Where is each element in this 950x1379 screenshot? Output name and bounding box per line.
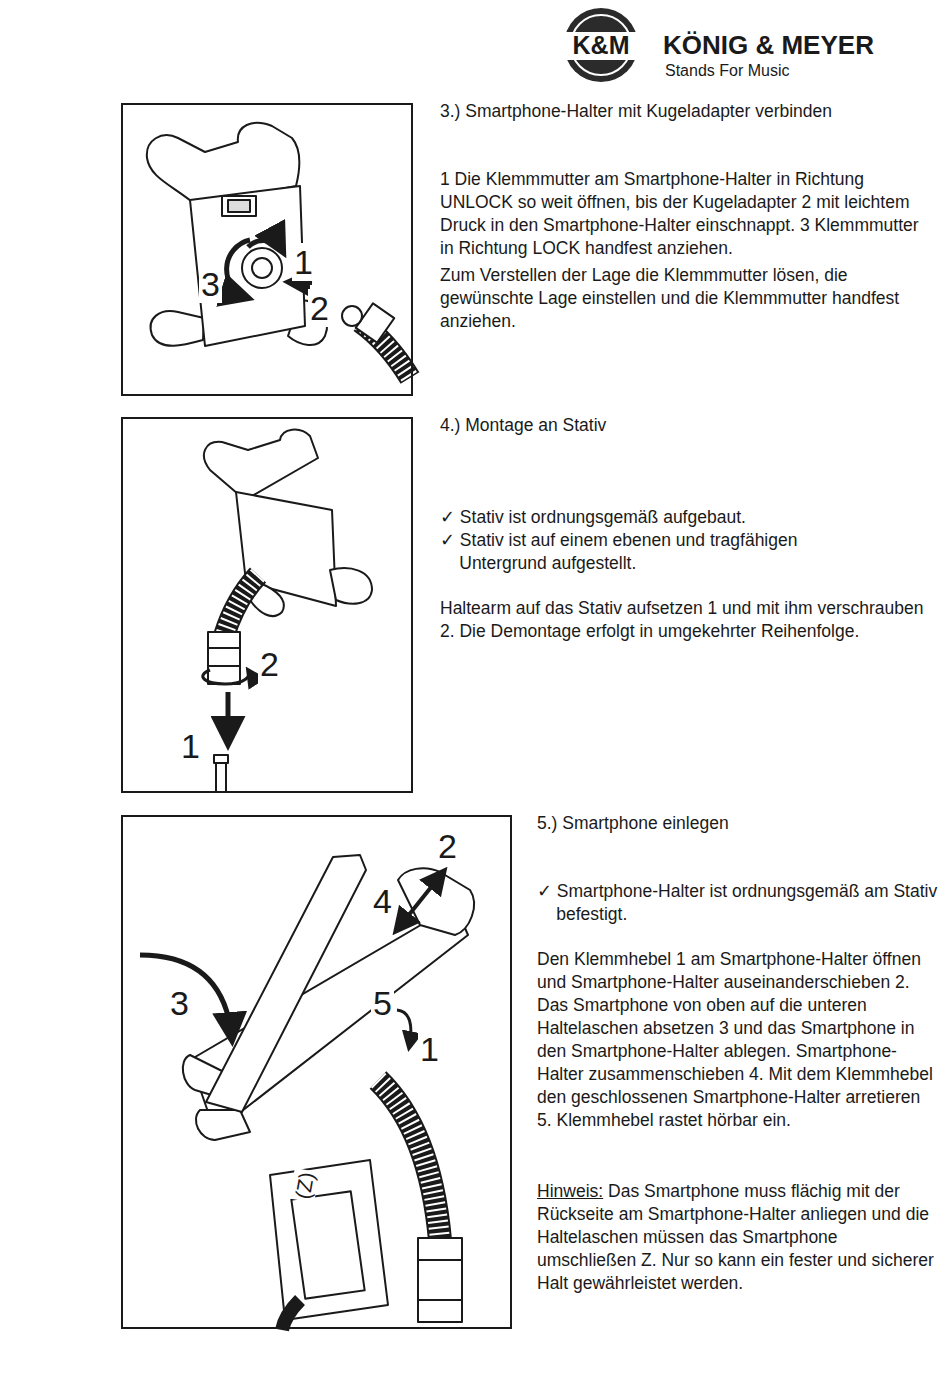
callout-number: 1 <box>179 727 202 765</box>
stand-mounting-figure <box>204 430 372 793</box>
callout-number: 2 <box>308 289 331 327</box>
brand-slogan: Stands For Music <box>665 61 789 81</box>
logo-emblem <box>560 8 642 82</box>
section-heading: 3.) Smartphone-Halter mit Kugeladapter v… <box>440 100 935 123</box>
logo-mark: K&M <box>561 31 641 60</box>
section-heading: 4.) Montage an Stativ <box>440 414 932 437</box>
mounting-arrows <box>203 670 249 744</box>
brand-name: KÖNIG & MEYER <box>663 30 874 60</box>
section-heading: 3.) Smartphone-Halter mit Kugeladapter v… <box>440 101 832 121</box>
section-heading: 4.) Montage an Stativ <box>440 415 606 435</box>
holder-ball-adapter-figure <box>147 123 410 378</box>
checklist-item: ✓ Smartphone-Halter ist ordnungsgemäß am… <box>537 880 950 926</box>
callout-number: 1 <box>292 243 315 281</box>
callout-number: 4 <box>371 882 394 920</box>
illustration-frame: 21 <box>121 417 413 793</box>
brand-slogan: Stands For Music <box>665 62 789 79</box>
illustration-frame: 2 4 3 51 (Z) <box>121 815 512 1329</box>
callout-number: 2 <box>436 827 459 865</box>
instruction-text: 1 Die Klemmmutter am Smartphone-Halter i… <box>440 168 932 260</box>
callout-number: 3 <box>199 265 222 303</box>
note-prefix: Hinweis: <box>537 1181 603 1201</box>
checklist-item: ✓ Stativ ist ordnungsgemäß aufgebaut. <box>440 506 950 529</box>
callout-number: 3 <box>168 984 191 1022</box>
checklist-item: ✓ Stativ ist ordnungsgemäß aufgebaut. <box>440 507 746 527</box>
instruction-text: 1 Die Klemmmutter am Smartphone-Halter i… <box>440 169 919 258</box>
phone-insert-figure <box>183 855 474 1330</box>
brand-name: KÖNIG & MEYER <box>663 30 874 60</box>
note-text: Hinweis:Das Smartphone muss flächig mit … <box>537 1180 935 1295</box>
section-heading: 5.) Smartphone einlegen <box>537 813 729 833</box>
callout-number: (Z) <box>289 1168 319 1203</box>
instruction-text: Den Klemmhebel 1 am Smartphone-Halter öf… <box>537 949 933 1130</box>
instruction-text: Zum Verstellen der Lage die Klemmmutter … <box>440 265 899 331</box>
callout-number: 5 <box>371 984 394 1022</box>
insert-arrows <box>140 871 444 1048</box>
instruction-text: Haltearm auf das Stativ aufsetzen 1 und … <box>440 598 923 641</box>
instruction-text: Den Klemmhebel 1 am Smartphone-Halter öf… <box>537 948 935 1132</box>
logo-mark: K&M <box>573 31 630 59</box>
checklist-item: ✓ Stativ ist auf einem ebenen und tragfä… <box>440 529 859 575</box>
callout-number: 2 <box>258 645 281 683</box>
instruction-text: Zum Verstellen der Lage die Klemmmutter … <box>440 264 932 333</box>
callout-number: 1 <box>418 1030 441 1068</box>
checklist-item: ✓ Stativ ist auf einem ebenen und tragfä… <box>440 530 797 573</box>
section-heading: 5.) Smartphone einlegen <box>537 812 937 835</box>
checklist-item: ✓ Smartphone-Halter ist ordnungsgemäß am… <box>537 881 937 924</box>
instruction-text: Haltearm auf das Stativ aufsetzen 1 und … <box>440 597 932 643</box>
illustration-frame: 3 1 2 <box>121 103 413 396</box>
